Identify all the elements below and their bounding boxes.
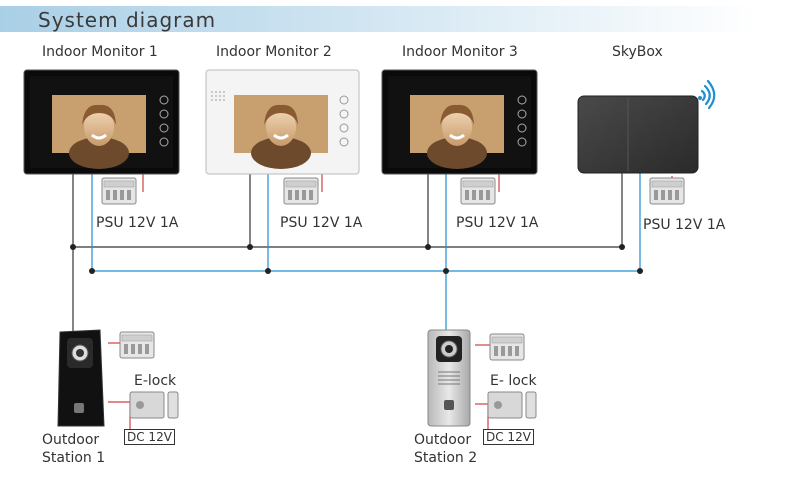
skybox [577, 95, 699, 174]
psu-1-label: PSU 12V 1A [96, 215, 179, 231]
elock-2-label: E- lock [490, 373, 537, 389]
psu-3-icon [460, 177, 496, 205]
monitor-2-label: Indoor Monitor 2 [216, 44, 332, 60]
monitor-3-label: Indoor Monitor 3 [402, 44, 518, 60]
psu-station-1-icon [119, 331, 155, 359]
psu-2-label: PSU 12V 1A [280, 215, 363, 231]
psu-2-icon [283, 177, 319, 205]
psu-skybox-label: PSU 12V 1A [643, 217, 726, 233]
outdoor-station-1 [57, 329, 105, 427]
outdoor-station-2 [427, 329, 471, 427]
station-1-line2: Station 1 [42, 450, 106, 466]
skybox-label: SkyBox [612, 44, 663, 60]
indoor-monitor-3 [381, 69, 538, 175]
indoor-monitor-2 [205, 69, 360, 175]
station-1-line1: Outdoor [42, 432, 100, 448]
wifi-icon [698, 79, 716, 110]
psu-3-label: PSU 12V 1A [456, 215, 539, 231]
station-2-line2: Station 2 [414, 450, 478, 466]
elock-2 [487, 391, 537, 419]
psu-1-icon [101, 177, 137, 205]
dc-2-label: DC 12V [483, 429, 534, 445]
monitor-1-label: Indoor Monitor 1 [42, 44, 158, 60]
title-banner: System diagram [0, 6, 760, 32]
elock-1-label: E-lock [134, 373, 177, 389]
bus-blue [91, 172, 641, 335]
dc-1-label: DC 12V [124, 429, 175, 445]
power-lines [108, 172, 673, 430]
indoor-monitor-1 [23, 69, 180, 175]
psu-station-2-icon [489, 333, 525, 361]
bus-black [72, 172, 623, 335]
psu-skybox-icon [649, 177, 685, 205]
bus-junctions [70, 244, 643, 274]
elock-1 [129, 391, 179, 419]
diagram-title: System diagram [38, 8, 217, 32]
station-2-line1: Outdoor [414, 432, 472, 448]
